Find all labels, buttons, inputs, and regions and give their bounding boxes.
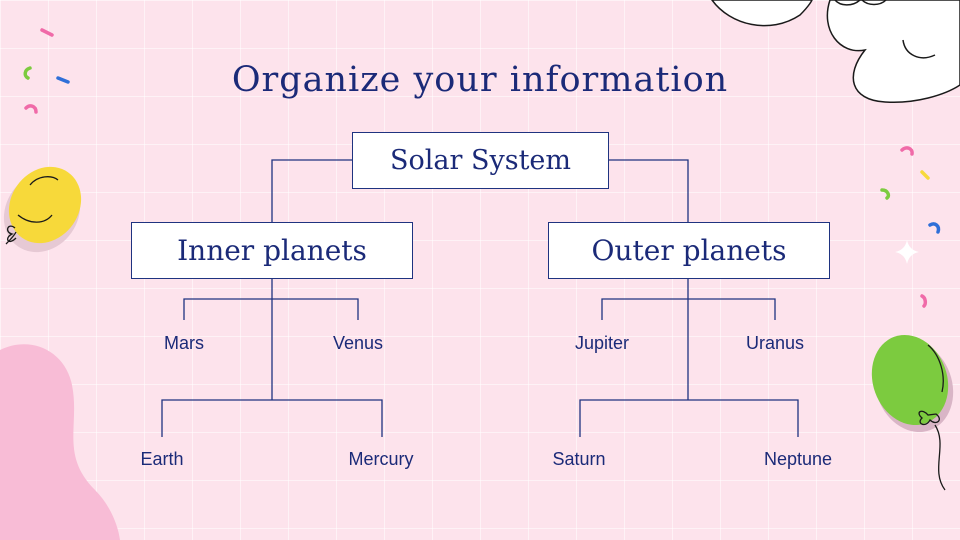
- root-node-box: Solar System: [352, 132, 609, 189]
- leaf-mars: Mars: [164, 333, 204, 353]
- outer-planets-box: Outer planets: [548, 222, 830, 279]
- leaf-saturn: Saturn: [552, 449, 606, 469]
- inner-planets-box: Inner planets: [131, 222, 413, 279]
- yellow-balloon-icon: [3, 166, 82, 253]
- outer-planets-label: Outer planets: [591, 234, 787, 267]
- confetti: [23, 28, 941, 308]
- leaf-earth: Earth: [140, 449, 184, 469]
- green-balloon-icon: [871, 334, 954, 491]
- leaf-uranus: Uranus: [745, 333, 805, 353]
- slide-title: Organize your information: [231, 60, 729, 100]
- leaf-jupiter: Jupiter: [574, 333, 630, 353]
- leaf-neptune: Neptune: [763, 449, 833, 469]
- pink-blob: [0, 344, 120, 540]
- leaf-mercury: Mercury: [348, 449, 414, 469]
- leaf-venus: Venus: [332, 333, 384, 353]
- cloud-icon: [711, 0, 960, 104]
- root-node-label: Solar System: [389, 145, 571, 176]
- inner-planets-label: Inner planets: [177, 234, 367, 267]
- sparkle-icon: [895, 240, 919, 264]
